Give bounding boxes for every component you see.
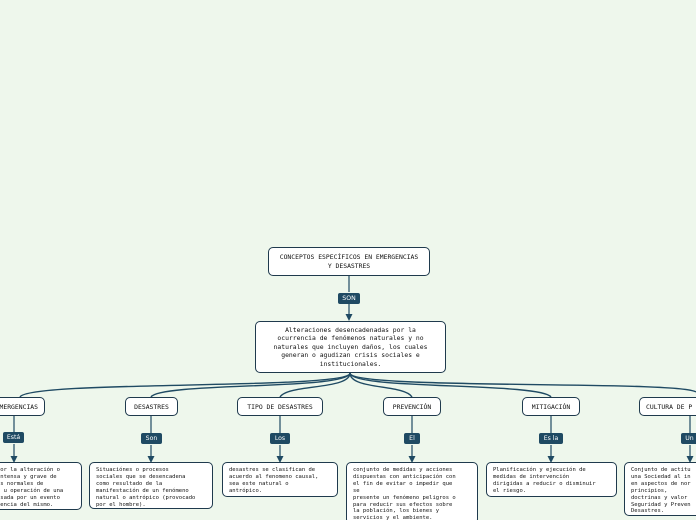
connector-to-mitigacion [349,372,552,398]
link-label-son-desastres-text: Son [145,435,158,442]
description-emergencias[interactable]: por la alteración o intensa y grave de e… [0,462,82,510]
arrowhead-definition [345,314,353,321]
branch-desastres[interactable]: DESASTRES [125,397,178,416]
connector-to-prevencion [349,372,413,398]
description-mitigacion[interactable]: Planificación y ejecución de medidas de … [486,462,617,497]
connector-mitigacion-down [547,416,555,463]
description-tipo-de-desastres[interactable]: desastres se clasifican de acuerdo al fe… [222,462,338,497]
root-topic[interactable]: CONCEPTOS ESPECÍFICOS EN EMERGENCIAS Y D… [268,247,430,276]
connector-to-tipo [279,372,351,398]
branch-prevencion[interactable]: PREVENCIÓN [383,397,441,416]
branch-desastres-label: DESASTRES [134,402,169,411]
connector-to-desastres [150,372,351,398]
branch-cultura-de-prevencion-label: CULTURA DE P [646,402,693,411]
connector-cultura-down [686,416,694,463]
link-label-esta[interactable]: Está [3,432,24,443]
branch-mitigacion[interactable]: MITIGACIÓN [522,397,580,416]
link-label-esta-text: Está [6,434,21,441]
link-label-un[interactable]: Un [681,433,696,444]
link-label-el[interactable]: El [404,433,420,444]
link-label-los[interactable]: Los [270,433,290,444]
branch-tipo-de-desastres[interactable]: TIPO DE DESASTRES [237,397,323,416]
connector-to-emergencias [19,372,351,398]
connector-tipo-down [276,416,284,463]
link-label-los-text: Los [274,435,286,442]
link-label-es-la[interactable]: Es la [539,433,563,444]
connector-desastres-down [147,416,155,463]
root-topic-label: CONCEPTOS ESPECÍFICOS EN EMERGENCIAS Y D… [279,252,419,270]
branch-tipo-de-desastres-label: TIPO DE DESASTRES [247,402,313,411]
link-label-un-text: Un [685,435,694,442]
description-prevencion[interactable]: conjunto de medidas y acciones dispuesta… [346,462,478,520]
link-label-son-desastres[interactable]: Son [141,433,162,444]
link-label-el-text: El [409,435,415,442]
branch-prevencion-label: PREVENCIÓN [392,402,432,411]
branch-emergencias[interactable]: EMERGENCIAS [0,397,45,416]
link-label-son-text: SON [342,295,356,302]
definition-topic[interactable]: Alteraciones desencadenadas por la ocurr… [255,321,446,373]
link-label-es-la-text: Es la [543,435,559,442]
description-cultura-de-prevencion[interactable]: Conjunto de actitu una Sociedad al in en… [624,462,696,516]
description-desastres[interactable]: Situaciónes o procesos sociales que se d… [89,462,213,509]
connector-to-cultura [349,372,696,393]
connector-emergencias-down [10,416,18,463]
definition-topic-label: Alteraciones desencadenadas por la ocurr… [273,325,428,368]
branch-cultura-de-prevencion[interactable]: CULTURA DE P [639,397,696,416]
branch-mitigacion-label: MITIGACIÓN [531,402,571,411]
branch-emergencias-label: EMERGENCIAS [0,402,38,411]
connector-prevencion-down [408,416,416,463]
link-label-son[interactable]: SON [338,293,360,304]
